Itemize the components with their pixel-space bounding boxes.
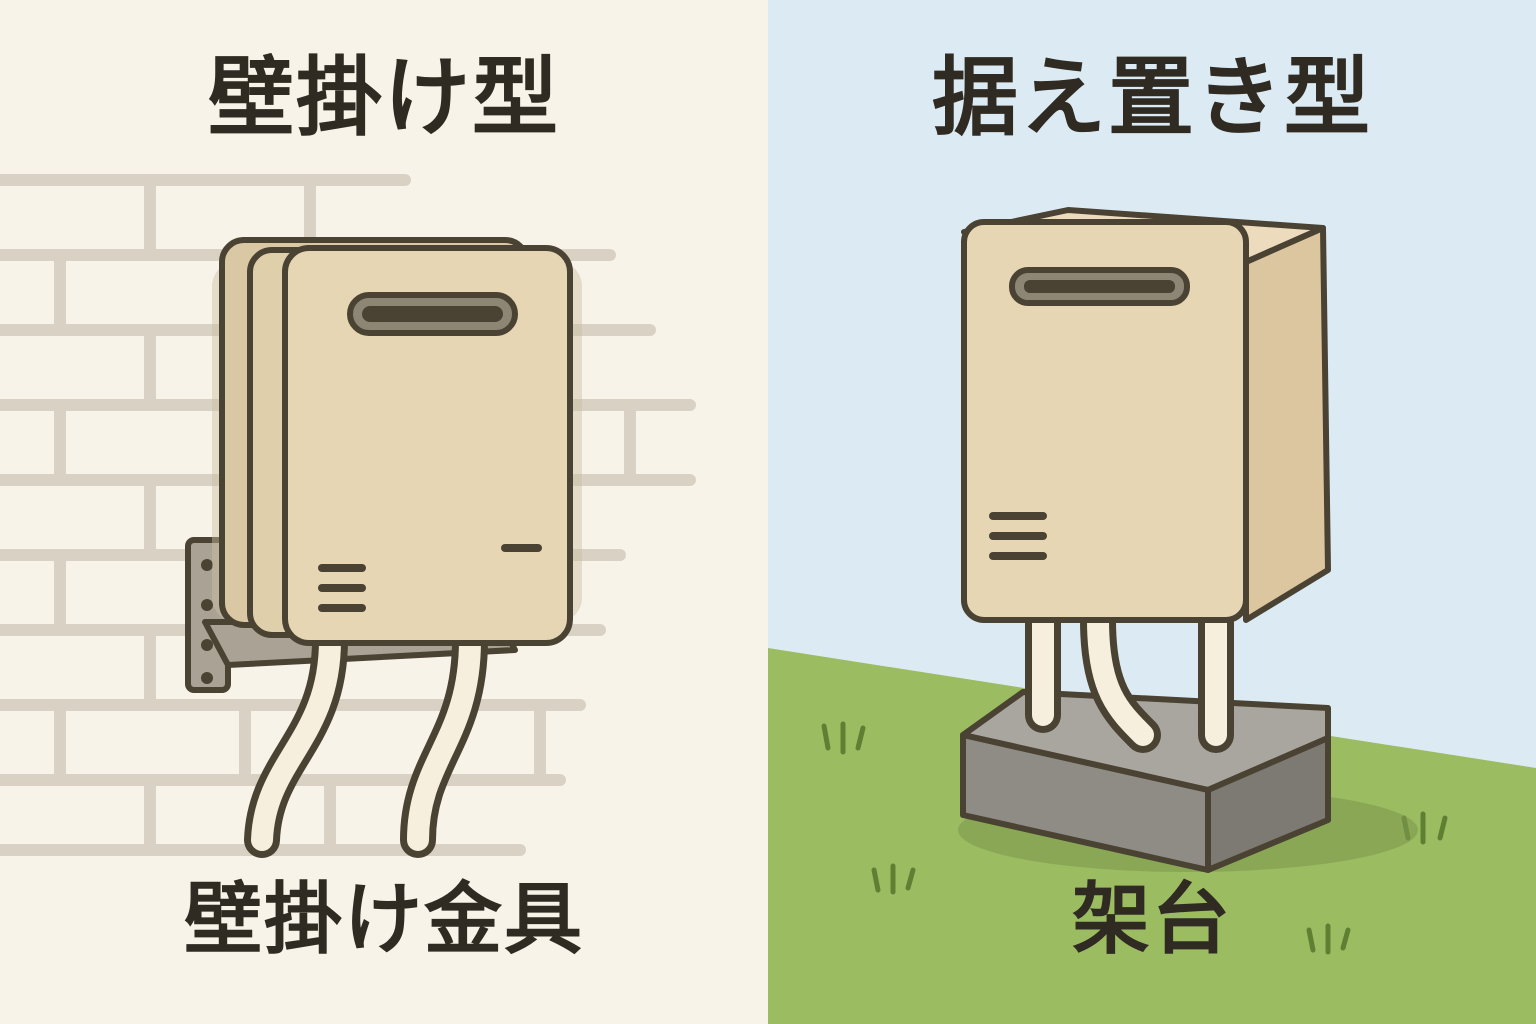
wall-mount-illustration bbox=[0, 174, 696, 858]
floor-stand-caption: 架台 bbox=[1071, 875, 1232, 965]
floor-stand-illustration bbox=[768, 207, 1536, 1024]
wall-mount-title: 壁掛け型 bbox=[208, 48, 560, 148]
floor-water-heater bbox=[961, 207, 1331, 623]
floor-stand-panel: 据え置き型 架台 bbox=[768, 0, 1536, 1024]
floor-stand-title: 据え置き型 bbox=[932, 48, 1372, 148]
wall-water-heater bbox=[212, 237, 582, 646]
wall-mount-caption: 壁掛け金具 bbox=[183, 875, 584, 965]
water-pipes bbox=[244, 622, 488, 858]
stand-legs bbox=[1025, 592, 1234, 753]
wall-mount-panel: 壁掛け型 壁掛け金具 bbox=[0, 0, 768, 1024]
